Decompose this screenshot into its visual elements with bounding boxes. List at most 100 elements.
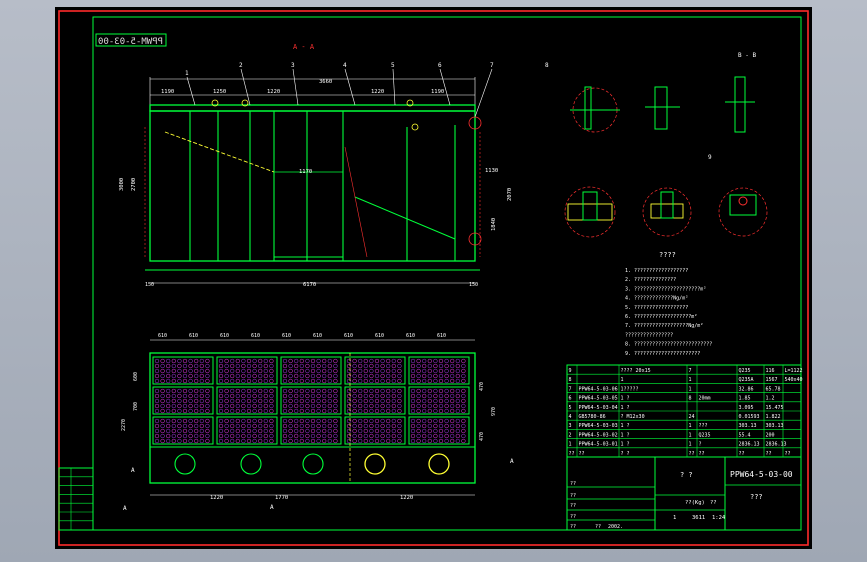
plan-dim-top-10: 610 — [437, 333, 446, 339]
bom-cell: 2836.13 — [739, 442, 760, 448]
dim-height-mid: 1130 — [485, 168, 498, 174]
outlet-hole-3[interactable] — [302, 453, 324, 475]
filter-module[interactable] — [152, 386, 214, 415]
balloon-3[interactable]: 3 — [291, 62, 295, 69]
plan-dim-top-1: 610 — [158, 333, 167, 339]
bom-cell: 65.78 — [766, 386, 781, 392]
outlet-hole-4[interactable] — [364, 453, 386, 475]
filter-module[interactable] — [152, 356, 214, 385]
bom-cell: ?? — [579, 451, 585, 457]
notes-list: 1. ??????????????????2. ??????????????3.… — [625, 268, 712, 357]
section-mark-1: A — [123, 505, 127, 512]
bom-cell: 3.095 — [739, 405, 754, 411]
detail-circle-6[interactable] — [718, 187, 768, 237]
plan-dim-left-1: 600 — [133, 372, 139, 381]
balloon-1[interactable]: 1 — [185, 70, 189, 77]
bom-cell: 20mm — [699, 396, 711, 402]
filter-module-grid[interactable] — [152, 356, 470, 445]
filter-module[interactable] — [216, 356, 278, 385]
filter-module[interactable] — [344, 386, 406, 415]
balloon-5[interactable]: 5 — [391, 62, 395, 69]
detail-circle-4[interactable] — [564, 186, 616, 238]
bom-cell: 2 — [569, 432, 572, 438]
title-scale: 1:24 — [712, 515, 726, 521]
revision-table-frame — [58, 467, 94, 531]
weld-symbols — [211, 99, 482, 246]
detail-6-member — [729, 194, 757, 216]
bom-cell: PPW64-5-03-03 — [579, 423, 618, 429]
title-left-row: ?? — [570, 514, 576, 520]
outlet-hole-5[interactable] — [428, 453, 450, 475]
bom-cell: 1????? — [621, 386, 639, 392]
filter-module[interactable] — [344, 356, 406, 385]
bom-cell: L=1122 — [785, 368, 803, 374]
note-line: 1. ?????????????????? — [625, 268, 688, 274]
revision-rows — [59, 468, 93, 530]
slope-line-1 — [164, 131, 275, 173]
plan-dim-top-5: 610 — [282, 333, 291, 339]
balloon-4[interactable]: 4 — [343, 62, 347, 69]
filter-module[interactable] — [216, 416, 278, 445]
plan-dim-right-1: 470 — [479, 382, 485, 391]
plan-outline[interactable] — [149, 352, 476, 484]
detail-1-web — [584, 86, 592, 130]
title-drawing-number[interactable]: PPW64-5-03-00 — [730, 470, 793, 479]
bom-cell: 1 — [689, 432, 692, 438]
note-line: 8. ?????????????????????????? — [625, 342, 712, 348]
inner-sheet-border — [92, 16, 802, 531]
bom-cell: 303.13 — [739, 423, 757, 429]
detail-circle-5[interactable] — [642, 187, 692, 237]
bom-row[interactable]: ????? ??????????? — [569, 451, 791, 457]
filter-module[interactable] — [216, 386, 278, 415]
title-block[interactable]: PPW64-5-03-00 ??? ? ? ??(Kg) ?? 1 3611 1… — [566, 456, 802, 531]
drawing-viewport[interactable]: PPWM-5-03-00 A - A 1190 1250 1220 3660 1… — [55, 7, 812, 549]
bom-cell: 6 — [569, 396, 572, 402]
title-designer-label: ?? — [595, 524, 601, 530]
bom-cell: 1 — [689, 423, 692, 429]
filter-module[interactable] — [280, 416, 342, 445]
balloon-7[interactable]: 7 — [490, 62, 494, 69]
bom-cell: 1 ? — [621, 396, 630, 402]
filter-module[interactable] — [280, 386, 342, 415]
bom-cell: 4 — [569, 414, 572, 420]
bom-cell: 32.86 — [739, 386, 754, 392]
elevation-view[interactable]: 1190 1250 1220 3660 1220 1190 — [119, 62, 513, 288]
bom-cell: PPW64-5-03-05 — [579, 396, 618, 402]
balloon-2[interactable]: 2 — [239, 62, 243, 69]
detail-views[interactable]: 8 B - B 9 — [545, 52, 768, 238]
title-left-row: ?? — [570, 524, 576, 530]
pipe-channel — [149, 446, 476, 484]
tank-body[interactable] — [149, 110, 476, 262]
bom-cell: 24 — [689, 414, 695, 420]
note-line: 2. ?????????????? — [625, 277, 676, 283]
baffle-hidden — [344, 146, 368, 258]
filter-module[interactable] — [408, 356, 470, 385]
engineering-drawing[interactable]: PPWM-5-03-00 A - A 1190 1250 1220 3660 1… — [55, 7, 812, 549]
section-b-label: B - B — [738, 52, 756, 59]
filter-module[interactable] — [280, 356, 342, 385]
outlet-hole-1[interactable] — [174, 453, 196, 475]
outlet-hole-2[interactable] — [240, 453, 262, 475]
bom-cell: 1 — [569, 442, 572, 448]
revision-table — [58, 467, 94, 531]
filter-module[interactable] — [344, 416, 406, 445]
filter-module[interactable] — [408, 416, 470, 445]
filter-module[interactable] — [408, 386, 470, 415]
balloon-6[interactable]: 6 — [438, 62, 442, 69]
bom-cell: 1 — [689, 442, 692, 448]
filter-module[interactable] — [152, 416, 214, 445]
dim-top-3: 1220 — [267, 89, 280, 95]
